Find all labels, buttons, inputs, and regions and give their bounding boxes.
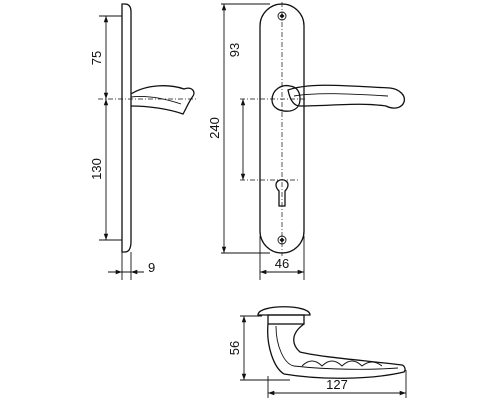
side-backplate: [121, 3, 132, 253]
label-side-9: 9: [148, 260, 155, 275]
side-view: 75 130 9: [89, 3, 196, 280]
label-top-127: 127: [326, 377, 348, 392]
top-neck: [267, 314, 305, 325]
label-side-130: 130: [89, 158, 104, 180]
top-view: 56 127: [227, 306, 407, 398]
top-lever-outer: [267, 323, 406, 379]
label-front-93: 93: [227, 43, 242, 57]
front-view: 93 240 46: [207, 2, 406, 280]
label-front-240: 240: [207, 117, 222, 139]
label-front-46: 46: [275, 256, 289, 271]
front-rosette: [271, 84, 301, 112]
side-lever: [130, 85, 195, 115]
label-side-75: 75: [89, 51, 104, 65]
top-lever-wave: [301, 360, 383, 367]
top-lever-inner: [275, 325, 399, 370]
front-lever-shading: [293, 93, 389, 97]
top-rosette: [257, 306, 311, 316]
label-top-56: 56: [227, 341, 242, 355]
side-lever-detail: [130, 96, 182, 105]
front-lever: [287, 84, 406, 109]
